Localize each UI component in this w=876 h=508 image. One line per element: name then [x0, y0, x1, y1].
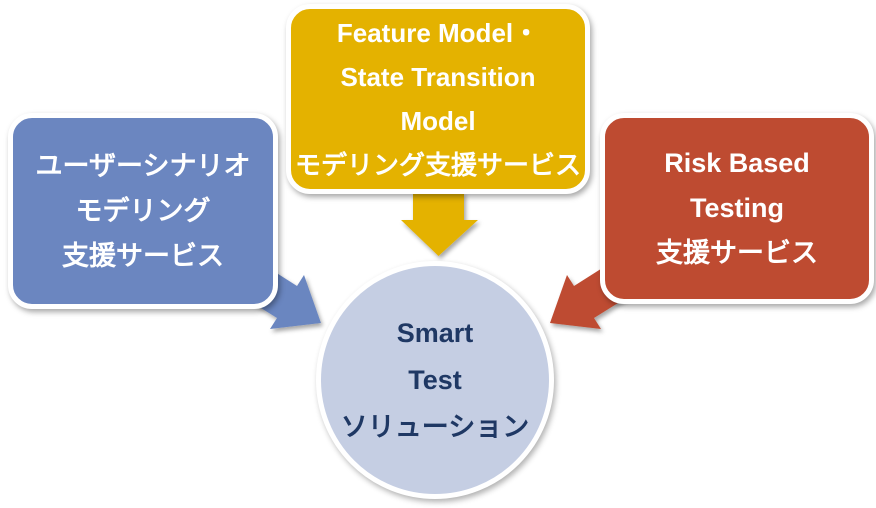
box-text-line: 支援サービス — [656, 238, 818, 268]
circle-text-line: Test — [408, 364, 462, 395]
circle-text-line: ソリューション — [340, 411, 530, 442]
box-text-line: モデリング — [75, 195, 211, 226]
box-text-line: 支援サービス — [62, 240, 224, 271]
feature-model-state-transition-box: Feature Model・ State Transition Model モデ… — [286, 4, 590, 194]
box-text-line: State Transition — [340, 62, 536, 92]
circle-text-line: Smart — [396, 317, 474, 348]
box-text-line: ユーザーシナリオ — [35, 150, 251, 181]
box-text-line: Risk Based — [664, 148, 810, 178]
box-text-line: Feature Model・ — [336, 18, 540, 48]
box-text-line: モデリング支援サービス — [294, 150, 581, 180]
user-scenario-modeling-box: ユーザーシナリオ モデリング 支援サービス — [8, 113, 278, 309]
gold-down-arrow-icon — [401, 192, 478, 256]
box-text-line: Model — [400, 106, 476, 136]
risk-based-testing-box: Risk Based Testing 支援サービス — [600, 113, 874, 304]
box-text-line: Testing — [690, 193, 784, 223]
smart-test-solution-circle: Smart Test ソリューション — [316, 261, 554, 499]
